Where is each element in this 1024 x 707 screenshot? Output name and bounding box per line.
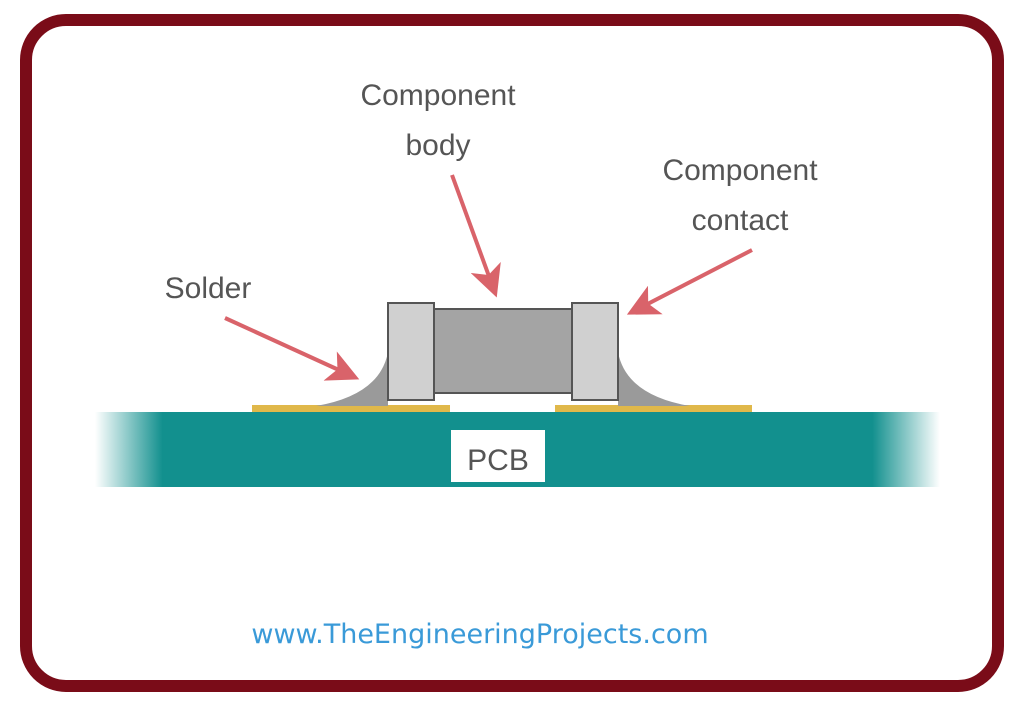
label-component-body-2: body (405, 129, 470, 162)
arrow-component-contact (626, 248, 753, 315)
label-solder: Solder (165, 272, 252, 305)
arrow-solder (224, 316, 360, 381)
label-component-contact-2: contact (692, 204, 789, 237)
pcb-label: PCB (467, 444, 529, 477)
solder-fillet-right (618, 352, 690, 406)
label-component-contact-1: Component (662, 154, 818, 187)
pad-left (252, 405, 450, 412)
label-component-body-1: Component (360, 79, 516, 112)
component-body (433, 308, 573, 394)
arrow-component-body (450, 174, 501, 298)
solder-fillet-left (316, 352, 388, 406)
website-url: www.TheEngineeringProjects.com (251, 619, 708, 650)
component-contact-right (571, 302, 619, 401)
pcb-label-box (451, 430, 545, 482)
pad-right (555, 405, 752, 412)
component-contact-left (387, 302, 435, 401)
